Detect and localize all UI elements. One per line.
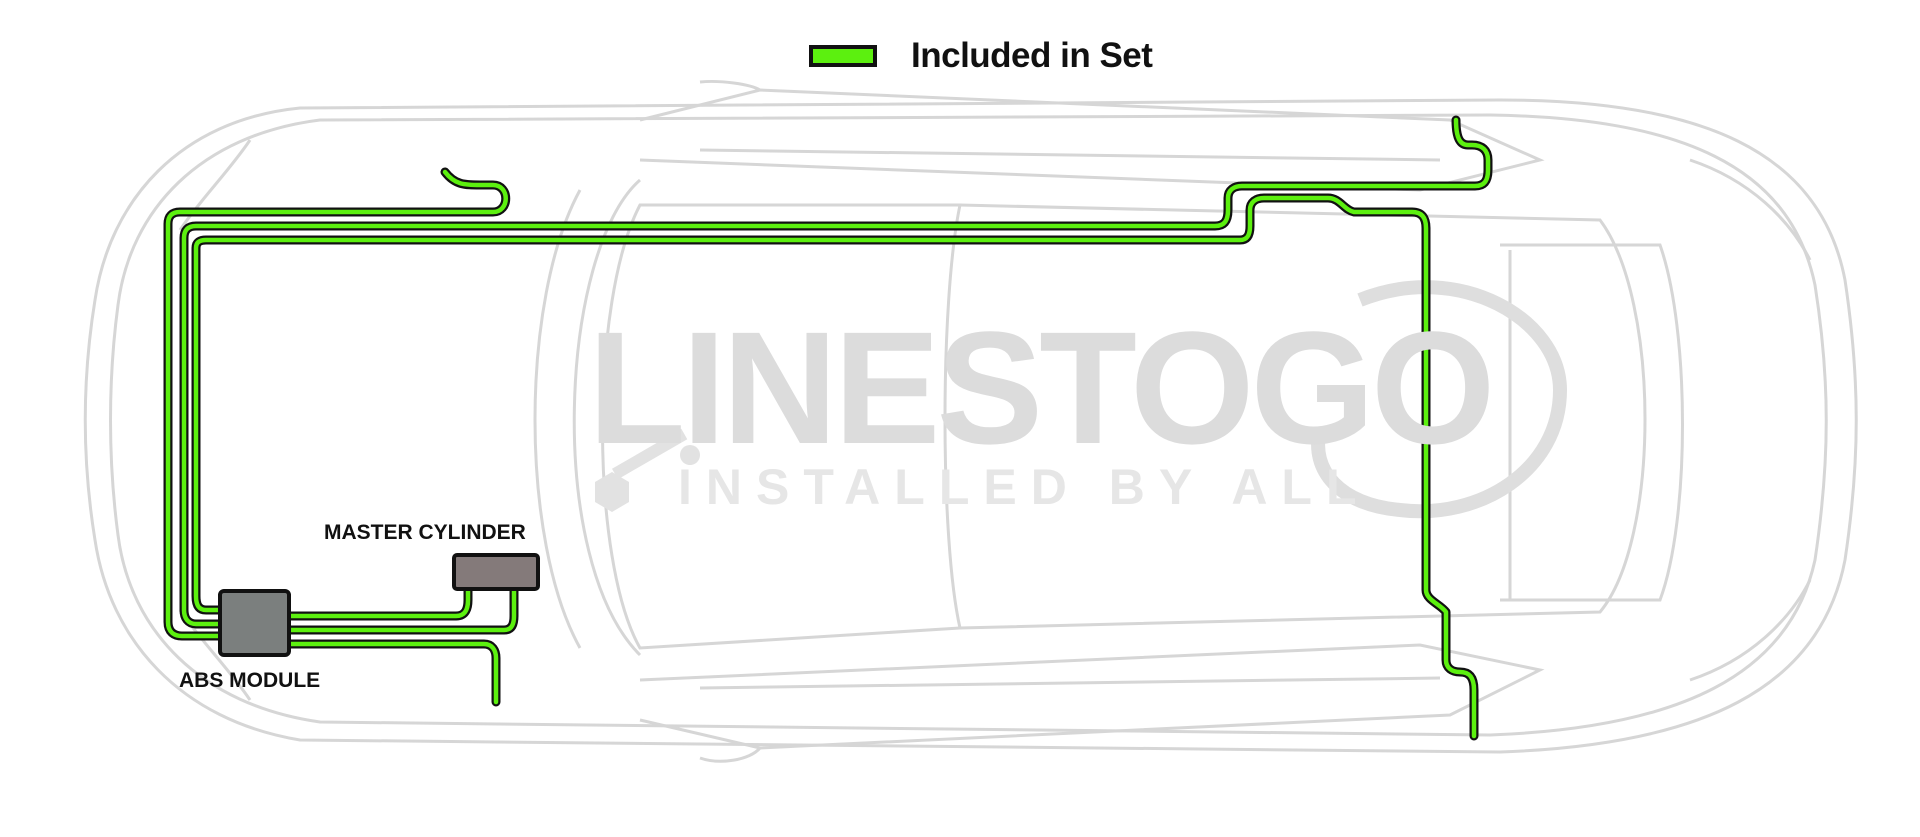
abs-module-label: ABS MODULE <box>179 669 321 692</box>
legend-swatch-included <box>809 45 877 67</box>
watermark-swoosh <box>1311 280 1568 519</box>
legend: Included in Set <box>809 36 1153 76</box>
master-cylinder-block <box>452 553 540 591</box>
watermark-title: LINESTOGO <box>588 298 1495 477</box>
brake-lines <box>163 115 1493 741</box>
watermark-subtitle: INSTALLED BY ALL <box>678 459 1371 515</box>
legend-label: Included in Set <box>911 36 1153 75</box>
master-cylinder-label: MASTER CYLINDER <box>324 521 526 544</box>
wrench-nut-icon <box>595 428 700 512</box>
abs-module-block <box>218 589 291 657</box>
car-outline <box>83 80 1858 763</box>
